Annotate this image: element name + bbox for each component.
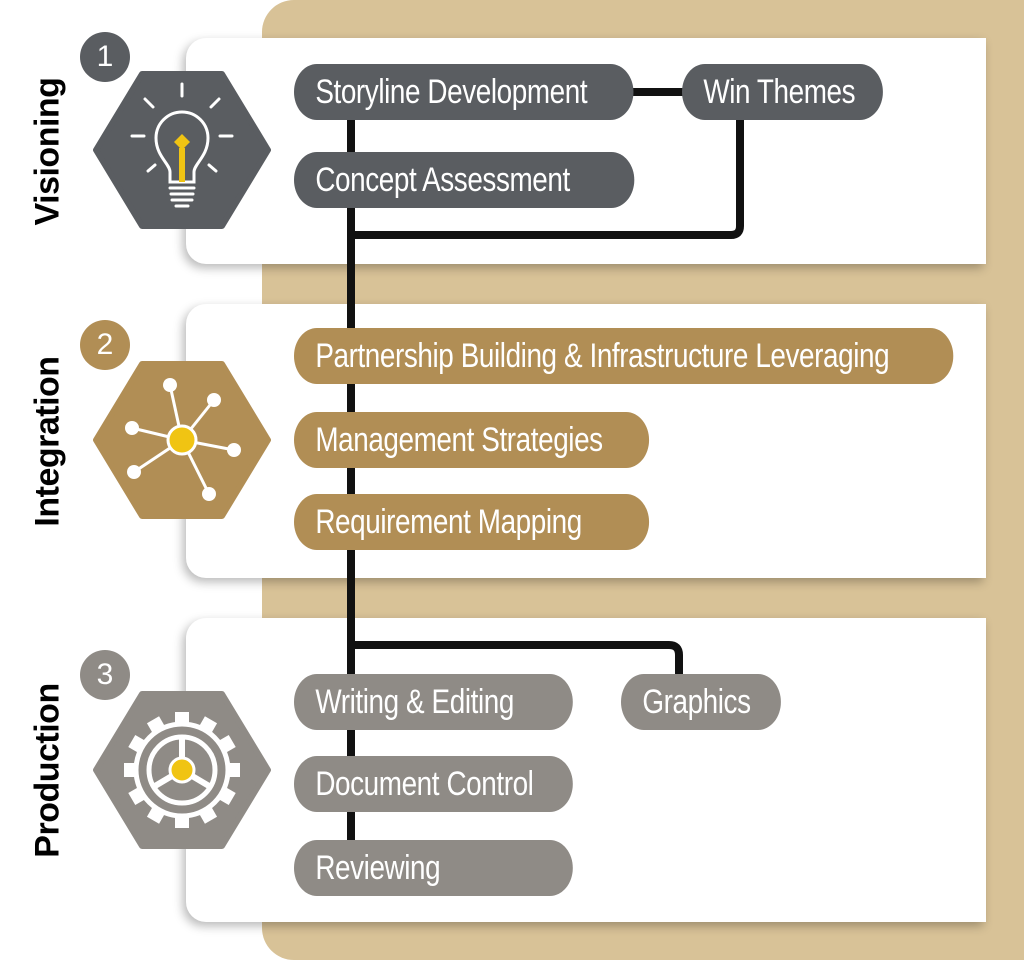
stage-number-badge: 2 <box>80 320 130 370</box>
node-storyline-development: Storyline Development <box>294 64 634 120</box>
node-document-control: Document Control <box>294 756 573 812</box>
network-hub-icon <box>93 361 271 519</box>
gear-icon <box>93 691 271 849</box>
stage-label-text: Visioning <box>28 77 67 225</box>
node-graphics: Graphics <box>621 674 781 730</box>
stage-label-visioning: Visioning <box>18 38 78 264</box>
node-reviewing: Reviewing <box>294 840 573 896</box>
stage-label-integration: Integration <box>18 304 78 578</box>
lightbulb-icon <box>93 71 271 229</box>
node-requirement-mapping: Requirement Mapping <box>294 494 650 550</box>
stage-label-production: Production <box>18 618 78 922</box>
node-win-themes: Win Themes <box>682 64 883 120</box>
stage-label-text: Production <box>28 682 67 858</box>
node-writing-editing: Writing & Editing <box>294 674 573 730</box>
stage-number-badge: 1 <box>80 32 130 82</box>
node-partnership-building: Partnership Building & Infrastructure Le… <box>294 328 954 384</box>
stage-label-text: Integration <box>28 355 67 527</box>
node-management-strategies: Management Strategies <box>294 412 650 468</box>
node-concept-assessment: Concept Assessment <box>294 152 635 208</box>
stage-number-badge: 3 <box>80 650 130 700</box>
